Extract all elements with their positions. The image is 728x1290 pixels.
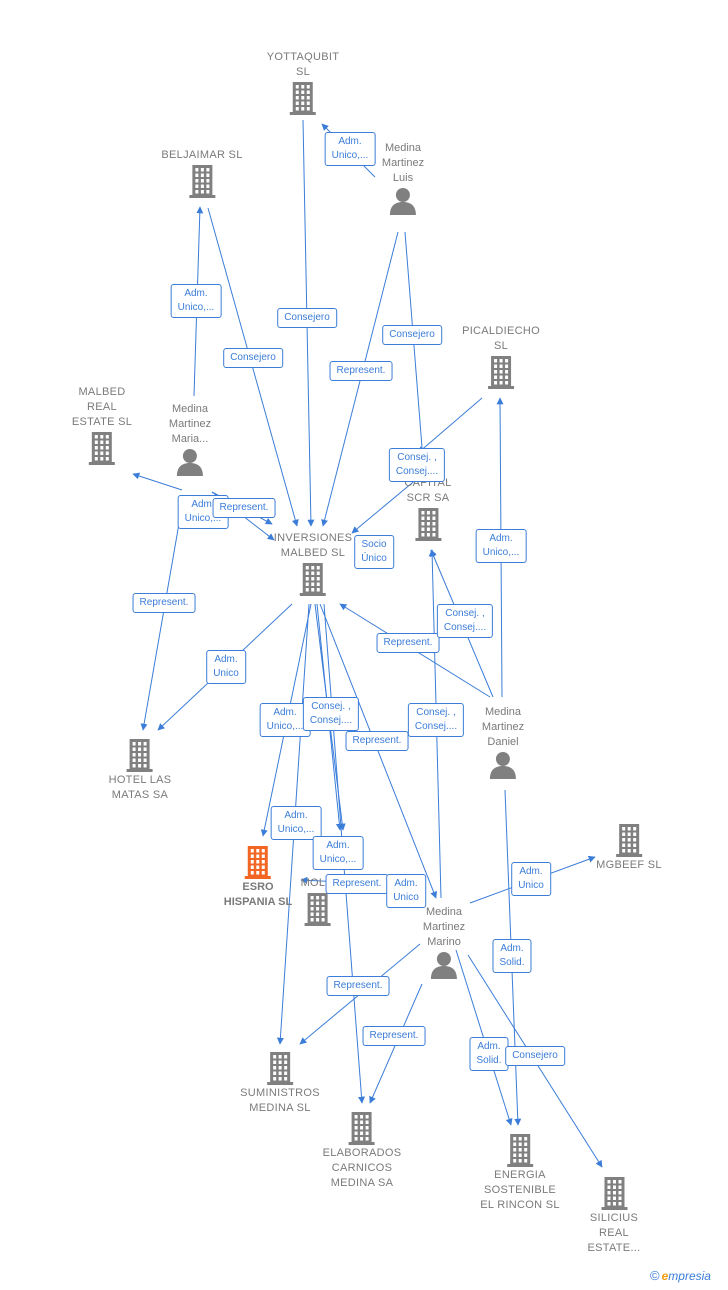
building-icon [244, 846, 271, 879]
person-icon [177, 449, 203, 476]
building-icon [189, 165, 215, 198]
edge-line [417, 397, 483, 454]
brand-logo: ©empresia [650, 1268, 711, 1283]
node-label: ENERGIA SOSTENIBLE EL RINCON SL [480, 1169, 560, 1211]
edge-label[interactable]: Adm. Unico,... [259, 703, 311, 737]
company-node[interactable]: MGBEEF SL [596, 822, 662, 873]
building-icon [506, 1134, 533, 1167]
building-icon [414, 508, 441, 541]
edge-label[interactable]: Consej. , Consej.... [302, 697, 360, 731]
edge-label[interactable]: Represent. [362, 1026, 426, 1046]
node-label: Medina Martinez Maria... [168, 403, 212, 445]
company-node[interactable]: YOTTAQUBIT SL [267, 50, 339, 116]
building-icon [488, 356, 514, 389]
company-node[interactable]: BELJAIMAR SL [161, 148, 242, 199]
edge-label[interactable]: Adm. Unico [386, 874, 426, 908]
building-icon [615, 824, 642, 857]
person-icon [390, 188, 416, 215]
edge-label[interactable]: Consej. , Consej.... [436, 604, 494, 638]
edge-label[interactable]: Adm. Unico,... [324, 132, 376, 166]
building-icon [300, 563, 326, 596]
edge-line [132, 472, 183, 491]
edge-label[interactable]: Represent. [329, 361, 393, 381]
node-label: Medina Martinez Marino [422, 906, 466, 948]
edge-label[interactable]: Adm. Unico,... [475, 529, 527, 563]
node-label: SILICIUS REAL ESTATE... [587, 1212, 641, 1254]
node-label: PICALDIECHO SL [462, 325, 540, 352]
building-icon [305, 893, 331, 926]
edge-label[interactable]: Represent. [326, 976, 390, 996]
edge-line [404, 231, 426, 461]
edge-line [319, 603, 437, 899]
node-label: YOTTAQUBIT SL [266, 51, 340, 78]
node-label: MGBEEF SL [596, 859, 662, 871]
node-label: HOTEL LAS MATAS SA [108, 774, 172, 801]
company-node[interactable]: INVERSIONES MALBED SL [274, 531, 353, 597]
edge-label[interactable]: Consejero [223, 348, 283, 368]
edge-label[interactable]: Represent. [325, 874, 389, 894]
edge-label[interactable]: Adm. Unico,... [312, 836, 364, 870]
person-icon [490, 752, 516, 779]
building-icon [89, 432, 115, 465]
edge-label[interactable]: Adm. Unico,... [270, 806, 322, 840]
node-label: ELABORADOS CARNICOS MEDINA SA [322, 1147, 402, 1189]
building-icon [290, 82, 316, 115]
node-label: MALBED REAL ESTATE SL [71, 386, 133, 428]
building-icon [349, 1112, 375, 1145]
node-label: Medina Martinez Daniel [481, 706, 525, 748]
edge-label[interactable]: Consejero [277, 308, 337, 328]
node-label: Medina Martinez Luis [381, 142, 425, 184]
edge-label[interactable]: Consej. , Consej.... [388, 448, 446, 482]
building-icon [266, 1052, 293, 1085]
node-label: INVERSIONES MALBED SL [273, 532, 353, 559]
edge-label[interactable]: Represent. [345, 731, 409, 751]
edge-label[interactable]: Represent. [132, 593, 196, 613]
building-icon [126, 739, 153, 772]
company-node[interactable]: ELABORADOS CARNICOS MEDINA SA [323, 1110, 402, 1191]
edge-label[interactable]: Socio Único [354, 535, 394, 569]
person-node[interactable]: Medina Martinez Maria... [169, 402, 211, 477]
node-label: SUMINISTROS MEDINA SL [240, 1087, 320, 1114]
edge-label[interactable]: Adm. Solid. [492, 939, 532, 973]
edge-label[interactable]: Adm. Unico [511, 862, 551, 896]
edge-label[interactable]: Adm. Solid. [469, 1037, 509, 1071]
person-node[interactable]: Medina Martinez Marino [423, 905, 465, 980]
edge-label[interactable]: Represent. [212, 498, 276, 518]
person-icon [431, 952, 457, 979]
company-node[interactable]: SUMINISTROS MEDINA SL [240, 1050, 320, 1116]
focus-company-node[interactable]: ESRO HISPANIA SL [224, 844, 292, 910]
edge-label[interactable]: Adm. Unico [206, 650, 246, 684]
edge-label[interactable]: Represent. [376, 633, 440, 653]
company-node[interactable]: MALBED REAL ESTATE SL [72, 385, 132, 466]
brand-initial: e [661, 1269, 669, 1283]
node-label: ESRO HISPANIA SL [223, 881, 293, 908]
company-node[interactable]: ENERGIA SOSTENIBLE EL RINCON SL [480, 1132, 560, 1213]
company-node[interactable]: SILICIUS REAL ESTATE... [587, 1175, 640, 1256]
edge-label[interactable]: Adm. Unico,... [170, 284, 222, 318]
edge-label[interactable]: Consejero [382, 325, 442, 345]
edge-label[interactable]: Consejero [505, 1046, 565, 1066]
person-node[interactable]: Medina Martinez Daniel [482, 705, 524, 780]
copyright-symbol: © [650, 1268, 660, 1283]
company-node[interactable]: PICALDIECHO SL [462, 324, 540, 390]
node-label: BELJAIMAR SL [161, 149, 243, 161]
building-icon [601, 1177, 627, 1210]
brand-name: mpresia [668, 1269, 711, 1283]
company-node[interactable]: HOTEL LAS MATAS SA [109, 737, 172, 803]
person-node[interactable]: Medina Martinez Luis [382, 141, 424, 216]
edge-label[interactable]: Consej. , Consej.... [407, 703, 465, 737]
